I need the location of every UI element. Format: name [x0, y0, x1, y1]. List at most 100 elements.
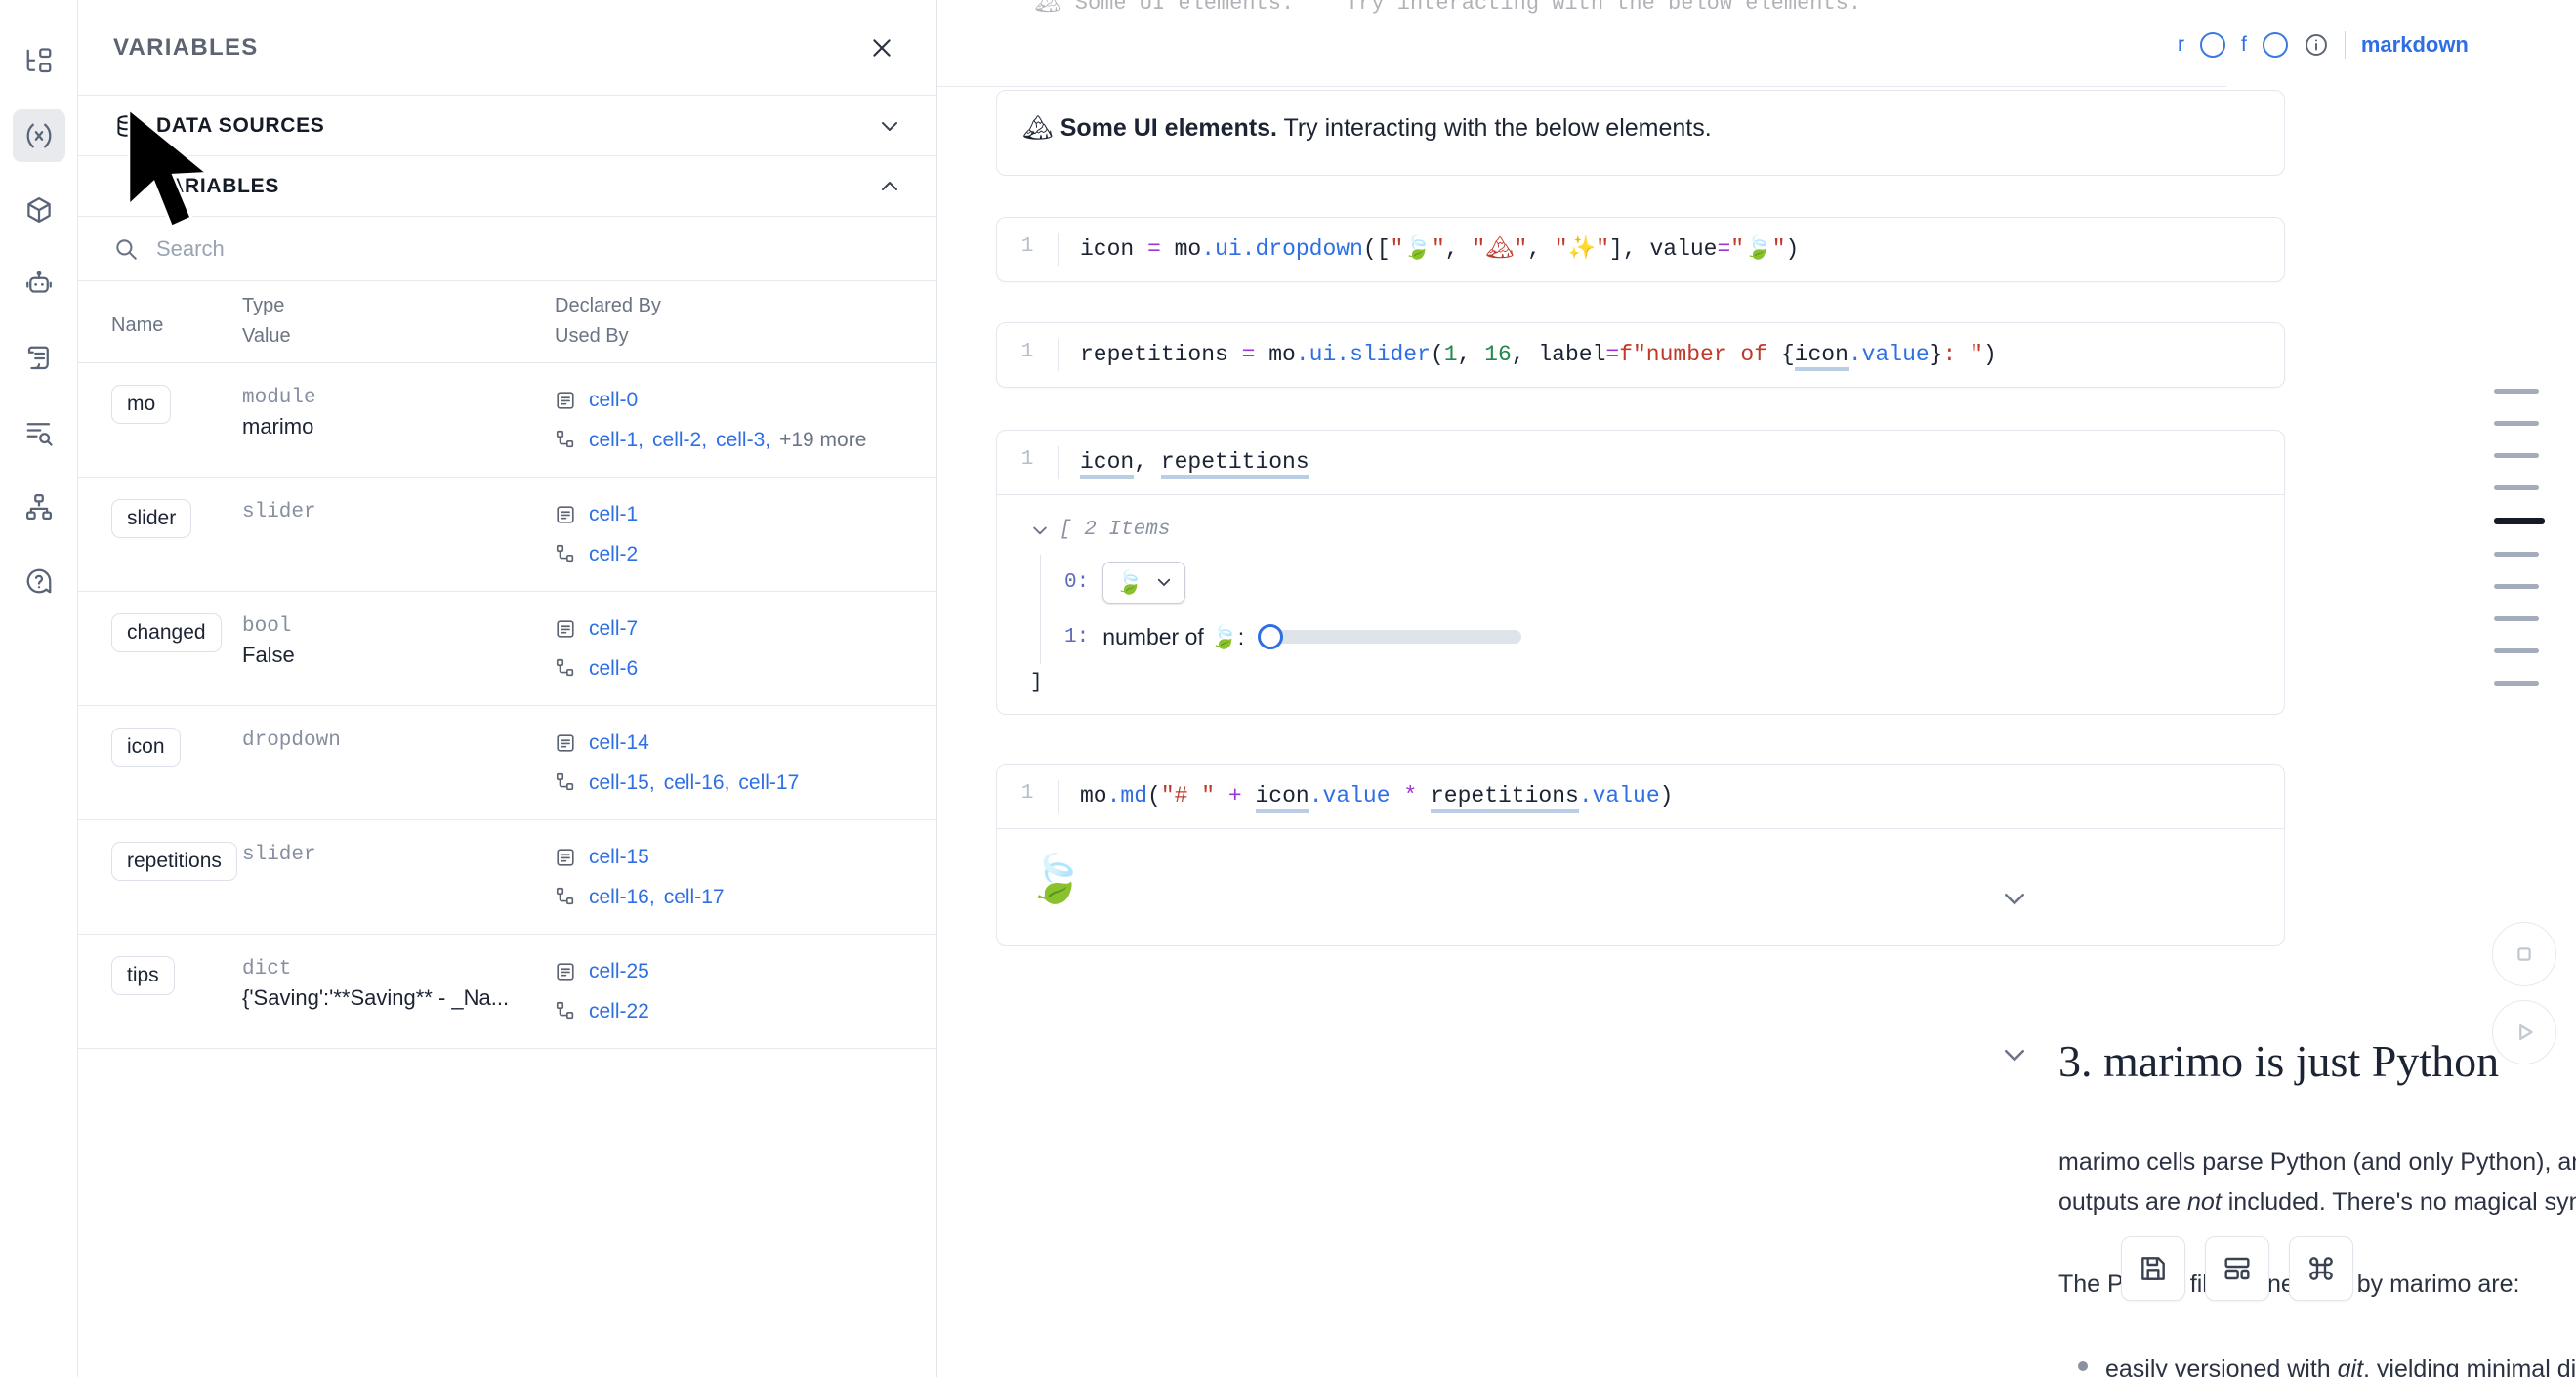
cell-link[interactable]: cell-17	[663, 885, 725, 908]
code-cell-ui-display[interactable]: 1 icon, repetitions [ 2 Items	[996, 430, 2285, 716]
header-used-by: Used By	[555, 325, 629, 347]
code-token: {	[1780, 342, 1795, 367]
declared-by-icon	[555, 961, 576, 982]
activity-bar	[0, 0, 78, 1377]
cell-link[interactable]: cell-2	[589, 542, 639, 565]
save-disk-icon[interactable]	[2121, 1236, 2185, 1301]
variable-name-chip[interactable]: repetitions	[111, 842, 237, 881]
code-content[interactable]: icon, repetitions	[1058, 446, 2284, 480]
minimap-dash[interactable]	[2494, 648, 2539, 653]
minimap-dash[interactable]	[2494, 616, 2539, 621]
minimap-dash[interactable]	[2494, 681, 2539, 686]
close-icon[interactable]	[862, 28, 901, 67]
stop-square-icon[interactable]	[2492, 922, 2556, 986]
slider-track[interactable]	[1277, 630, 1522, 645]
output-bold: Some UI elements.	[1059, 114, 1278, 142]
package-cube-icon[interactable]	[13, 184, 65, 236]
section-data-sources[interactable]: DATA SOURCES	[78, 96, 936, 156]
cell-link[interactable]: cell-15,	[589, 771, 655, 794]
cell-link[interactable]: cell-17	[738, 771, 800, 794]
toolbar-r-toggle[interactable]	[2200, 32, 2225, 58]
layout-grid-icon[interactable]	[2205, 1236, 2269, 1301]
variable-name-chip[interactable]: icon	[111, 728, 181, 767]
variable-name-chip[interactable]: slider	[111, 499, 192, 538]
header-declared-by: Declared By	[555, 295, 661, 316]
cell-link[interactable]: cell-14	[589, 731, 649, 754]
chevron-up-icon[interactable]	[878, 175, 901, 198]
code-content[interactable]: icon = mo.ui.dropdown(["🍃", "🏔", "✨"], v…	[1058, 233, 2284, 267]
slider-handle[interactable]	[1258, 624, 1284, 650]
variable-name-chip[interactable]: tips	[111, 956, 175, 995]
minimap-dash[interactable]	[2494, 453, 2539, 458]
minimap-dash[interactable]	[2494, 389, 2539, 394]
cell-link[interactable]: cell-7	[589, 617, 639, 640]
scroll-doc-icon[interactable]	[13, 332, 65, 385]
database-icon	[113, 113, 139, 139]
cell-link[interactable]: cell-16,	[589, 885, 655, 908]
cell-link[interactable]: cell-3,	[716, 428, 771, 451]
minimap-dash[interactable]	[2494, 421, 2539, 426]
code-token: "🏔"	[1472, 236, 1528, 262]
variable-name-chip[interactable]: mo	[111, 385, 172, 424]
code-token: ],	[1609, 236, 1650, 262]
cell-link[interactable]: cell-6	[589, 656, 639, 680]
used-by-line: cell-16, cell-17	[555, 882, 919, 913]
file-tree-icon[interactable]	[13, 35, 65, 88]
variables-x-icon[interactable]	[12, 109, 65, 162]
slider-input[interactable]	[1258, 624, 1522, 650]
cell-link[interactable]: cell-0	[589, 389, 639, 411]
minimap-dash[interactable]	[2494, 485, 2539, 490]
code-cell-repetitions[interactable]: 1 repetitions = mo.ui.slider(1, 16, labe…	[996, 322, 2285, 389]
cell-link[interactable]: cell-15	[589, 846, 649, 868]
chevron-down-icon[interactable]	[878, 114, 901, 138]
outline-search-icon[interactable]	[13, 406, 65, 459]
cell-link[interactable]: cell-1	[589, 503, 639, 525]
bullet-emphasis: git	[2337, 1356, 2364, 1377]
cell-link[interactable]: cell-25	[589, 960, 649, 982]
toolbar-f-toggle[interactable]	[2262, 32, 2288, 58]
code-content[interactable]: repetitions = mo.ui.slider(1, 16, label=…	[1058, 339, 2284, 372]
cell-link[interactable]: cell-22	[589, 999, 649, 1022]
cell-link[interactable]: cell-1,	[589, 428, 644, 451]
toolbar-f-label[interactable]: f	[2241, 33, 2247, 56]
dependency-graph-icon[interactable]	[13, 480, 65, 533]
used-by-more[interactable]: +19 more	[779, 428, 867, 451]
code-content[interactable]: mo.md("# " + icon.value * repetitions.va…	[1058, 780, 2284, 814]
code-token: *	[1403, 783, 1418, 809]
command-key-icon[interactable]	[2289, 1236, 2353, 1301]
search-input[interactable]	[156, 235, 901, 262]
code-token: (	[1147, 783, 1161, 809]
cell-language-label[interactable]: markdown	[2360, 32, 2469, 57]
code-token: =	[1241, 342, 1256, 367]
variables-panel: VARIABLES DATA SOURCES VARIABLES	[78, 0, 937, 1377]
header-value: Value	[242, 325, 291, 347]
used-by-icon	[555, 886, 576, 907]
toolbar-r-label[interactable]: r	[2178, 33, 2184, 56]
code-token: )	[1785, 236, 1800, 262]
collapse-chevron-md-cell[interactable]	[2000, 884, 2029, 913]
toolbar-divider-line	[937, 86, 2226, 87]
code-cell-icon[interactable]: 1 icon = mo.ui.dropdown(["🍃", "🏔", "✨"],…	[996, 217, 2285, 283]
code-token: icon	[1255, 783, 1309, 813]
section-variables[interactable]: VARIABLES	[78, 156, 936, 217]
declared-by-line: cell-7	[555, 613, 919, 645]
variable-name-chip[interactable]: changed	[111, 613, 222, 652]
code-token: ([	[1362, 236, 1391, 262]
info-icon[interactable]	[2304, 32, 2329, 58]
bullet-text-post: , yielding minimal diffs	[2363, 1356, 2576, 1377]
robot-icon[interactable]	[13, 258, 65, 311]
minimap-dash-active[interactable]	[2494, 518, 2545, 524]
cell-link[interactable]: cell-16,	[663, 771, 730, 794]
collapse-chevron-section[interactable]	[2000, 1040, 2029, 1069]
chevron-down-icon[interactable]	[1030, 521, 1050, 540]
dropdown-input[interactable]: 🍃	[1102, 561, 1185, 604]
code-cell-md-render[interactable]: 1 mo.md("# " + icon.value * repetitions.…	[996, 764, 2285, 947]
tree-header[interactable]: [ 2 Items	[1030, 519, 2251, 541]
minimap-scrollbar[interactable]	[2494, 361, 2549, 713]
minimap-dash[interactable]	[2494, 552, 2539, 557]
cell-link[interactable]: cell-2,	[652, 428, 708, 451]
help-circle-icon[interactable]	[13, 555, 65, 607]
minimap-dash[interactable]	[2494, 584, 2539, 589]
play-triangle-icon[interactable]	[2492, 1000, 2556, 1064]
